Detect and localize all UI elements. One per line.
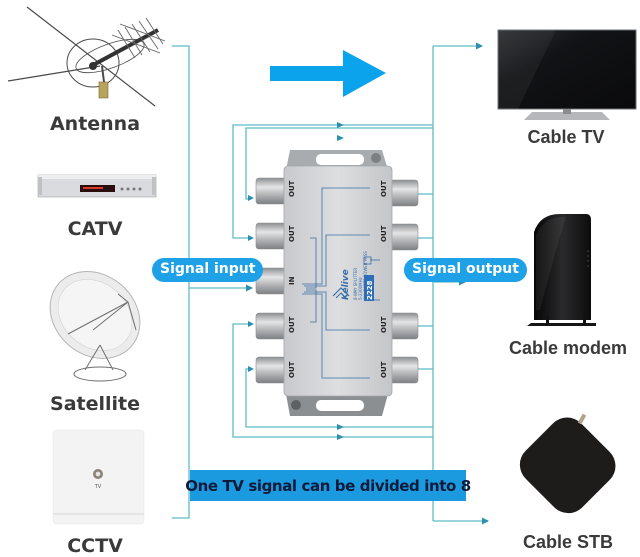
route-left-out-2	[232, 124, 433, 239]
input-bus-lines	[172, 45, 253, 519]
split-count-banner: One TV signal can be divided into 8	[185, 470, 471, 501]
svg-text:OUT: OUT	[288, 225, 296, 242]
svg-text:OUT: OUT	[288, 180, 296, 197]
svg-text:OUT: OUT	[380, 180, 388, 197]
svg-text:2228: 2228	[366, 280, 374, 300]
input-label-catv: CATV	[67, 218, 123, 240]
signal-output-badge: Signal output	[404, 258, 527, 282]
input-label-satellite: Satellite	[50, 393, 140, 415]
satellite-dish-icon	[49, 271, 141, 382]
signal-direction-arrow-icon	[270, 50, 386, 97]
cable-modem-icon	[527, 214, 596, 326]
svg-text:OUT: OUT	[380, 361, 388, 378]
svg-text:5-2300MHz: 5-2300MHz	[358, 277, 363, 300]
splitter-brand: Kelive	[341, 269, 351, 300]
svg-text:8-WAY SPLITTER: 8-WAY SPLITTER	[353, 268, 358, 300]
svg-text:OUT: OUT	[380, 316, 388, 333]
signal-input-badge: Signal input	[152, 258, 264, 282]
output-label-cable-modem: Cable modem	[508, 338, 628, 358]
right-connectors	[389, 179, 419, 384]
route-left-out-3	[232, 323, 433, 438]
input-label-cctv: CCTV	[67, 535, 123, 557]
set-top-box-icon	[519, 413, 616, 514]
kelive-logo-icon	[332, 287, 350, 299]
output-label-cable-stb: Cable STB	[522, 532, 614, 552]
input-label-antenna: Antenna	[49, 113, 141, 135]
left-connectors	[255, 177, 287, 384]
input-bus-antenna	[172, 45, 190, 519]
catv-headend-icon	[37, 174, 157, 198]
output-label-cable-tv: Cable TV	[527, 127, 605, 147]
splitter-device: OUT OUT IN OUT OUT OUT OUT OUT OUT Keliv…	[255, 150, 419, 416]
television-icon	[497, 29, 637, 120]
svg-text:OUT: OUT	[288, 316, 296, 333]
port-in-label: IN	[288, 276, 296, 285]
svg-text:OUT: OUT	[380, 225, 388, 242]
tv-wall-outlet-icon: TV	[52, 429, 145, 525]
wall-outlet-label: TV	[94, 484, 102, 490]
antenna-icon	[7, 6, 166, 107]
flow-arrow-tips	[248, 122, 344, 440]
svg-text:OUT: OUT	[288, 361, 296, 378]
model-badge	[364, 275, 374, 301]
